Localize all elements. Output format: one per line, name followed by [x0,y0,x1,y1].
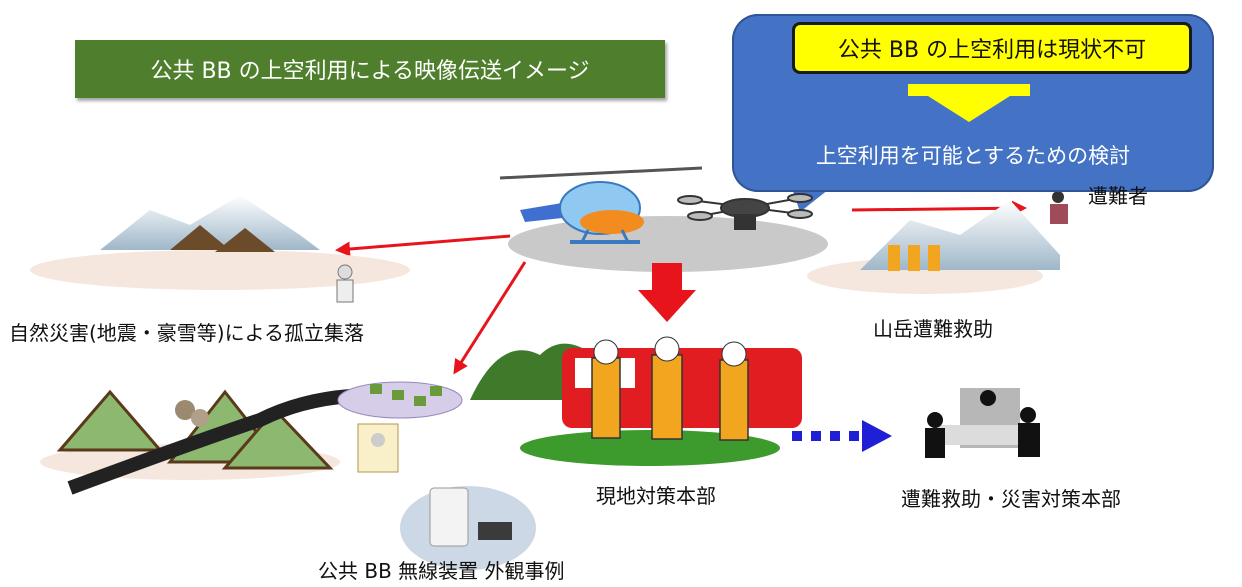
label-rescue-hq: 遭難救助・災害対策本部 [901,487,1121,511]
landslide-road-scene [40,389,351,495]
device-photo [400,486,536,570]
label-mountain-rescue: 山岳遭難救助 [873,317,993,341]
diagram-title: 公共 BB の上空利用による映像伝送イメージ [75,40,665,98]
rescue-hq-meeting-icon [925,388,1040,458]
video-transmission-arrows [335,200,1027,375]
callout-headline: 公共 BB の上空利用は現状不可 [792,22,1192,74]
arrow-to-village [335,234,511,257]
drone-icon [677,193,813,230]
callout-subtext: 上空利用を可能とするための検討 [815,144,1131,168]
helicopter-icon [499,166,703,244]
label-device-example: 公共 BB 無線装置 外観事例 [318,559,565,583]
arrow-to-field-hq [638,263,696,322]
label-victim: 遭難者 [1088,184,1148,208]
arrow-to-victim [851,200,1027,216]
victim-figure-icon [1050,191,1068,224]
mountain-rescue-scene [807,200,1060,294]
arrow-to-landslide [453,261,527,375]
snow-village-icon [30,195,410,290]
label-field-hq: 現地対策本部 [596,484,716,508]
label-isolated-village: 自然災害(地震・豪雪等)による孤立集落 [9,321,365,345]
isolated-houses-icon [337,381,463,419]
radio-operator-icon [357,423,399,473]
field-hq-scene [520,336,802,466]
relay-arrow-blue [792,420,892,452]
person-with-radio-icon [336,264,354,303]
